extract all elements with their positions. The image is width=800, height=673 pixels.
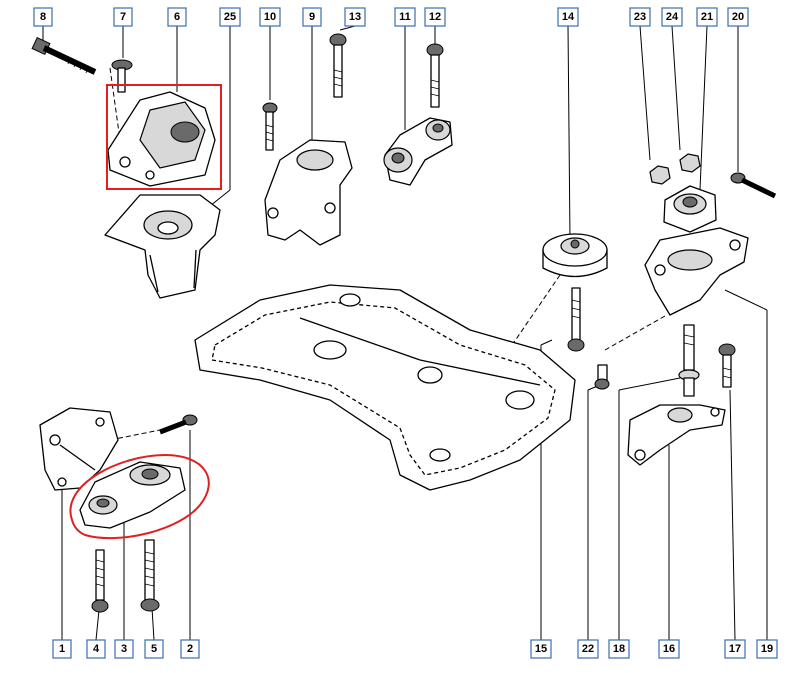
svg-text:23: 23 [634, 11, 646, 23]
bolt-5 [140, 539, 160, 612]
bolt-2 [159, 414, 198, 435]
svg-text:8: 8 [40, 11, 46, 23]
callout-23: 23 [629, 7, 651, 27]
callout-labels: 8 7 6 25 10 9 13 11 12 14 23 24 21 20 1 … [33, 7, 778, 659]
svg-text:13: 13 [349, 11, 361, 23]
upper-engine-mount-6 [107, 91, 216, 187]
svg-text:16: 16 [663, 643, 675, 655]
svg-text:11: 11 [399, 11, 411, 23]
lower-arm-16 [627, 404, 726, 466]
callout-16: 16 [658, 639, 680, 659]
callout-24: 24 [661, 7, 683, 27]
bolt-20 [730, 172, 777, 199]
svg-text:15: 15 [535, 643, 547, 655]
svg-text:10: 10 [264, 11, 276, 23]
bolt-15 [567, 287, 585, 352]
highlight-ellipse [69, 453, 210, 540]
bolt-12 [426, 43, 444, 108]
bolt-7 [111, 59, 133, 93]
svg-text:24: 24 [666, 11, 679, 23]
callout-15: 15 [530, 639, 552, 659]
round-mount-14 [542, 233, 608, 278]
callout-18: 18 [608, 639, 630, 659]
svg-text:5: 5 [151, 643, 157, 655]
callout-5: 5 [144, 639, 164, 659]
svg-text:6: 6 [174, 11, 180, 23]
mount-bracket-25 [104, 194, 221, 299]
svg-text:3: 3 [121, 643, 127, 655]
svg-text:7: 7 [120, 11, 126, 23]
bracket-1 [39, 407, 119, 491]
svg-text:19: 19 [761, 643, 773, 655]
highlight-box [106, 84, 222, 190]
bolt-22 [594, 364, 610, 390]
front-subframe [194, 284, 576, 491]
callout-19: 19 [756, 639, 778, 659]
callout-3: 3 [114, 639, 134, 659]
svg-text:20: 20 [732, 11, 744, 23]
callout-7: 7 [113, 7, 133, 27]
callout-11: 11 [394, 7, 416, 27]
callout-2: 2 [180, 639, 200, 659]
bolt-10 [262, 102, 278, 151]
rubber-mount-21 [663, 185, 717, 233]
callout-17: 17 [724, 639, 746, 659]
svg-text:21: 21 [701, 11, 713, 23]
svg-text:14: 14 [562, 11, 575, 23]
bolt-8 [31, 36, 97, 75]
stud-18 [678, 324, 700, 397]
callout-6: 6 [167, 7, 187, 27]
svg-text:18: 18 [613, 643, 625, 655]
callout-1: 1 [52, 639, 72, 659]
lower-engine-mount-3 [79, 461, 186, 529]
svg-text:2: 2 [187, 643, 193, 655]
bracket-19 [644, 227, 749, 316]
leader-lines [42, 25, 768, 641]
callout-4: 4 [86, 639, 106, 659]
torque-link-11 [383, 117, 453, 186]
callout-10: 10 [259, 7, 281, 27]
bracket-9 [264, 139, 353, 246]
callout-12: 12 [424, 7, 446, 27]
bolt-17 [718, 343, 736, 388]
callout-9: 9 [302, 7, 322, 27]
bolt-13 [329, 33, 347, 98]
nut-23 [649, 165, 671, 185]
callout-14: 14 [557, 7, 579, 27]
svg-text:4: 4 [93, 643, 100, 655]
callout-13: 13 [344, 7, 366, 27]
svg-text:17: 17 [729, 643, 741, 655]
callout-21: 21 [696, 7, 718, 27]
svg-text:22: 22 [582, 643, 594, 655]
svg-text:25: 25 [224, 11, 236, 23]
callout-8: 8 [33, 7, 53, 27]
svg-text:1: 1 [59, 643, 65, 655]
svg-text:9: 9 [309, 11, 315, 23]
bolt-4 [91, 549, 109, 613]
callout-20: 20 [727, 7, 749, 27]
callout-22: 22 [577, 639, 599, 659]
nut-24 [679, 153, 701, 173]
svg-text:12: 12 [429, 11, 441, 23]
callout-25: 25 [219, 7, 241, 27]
